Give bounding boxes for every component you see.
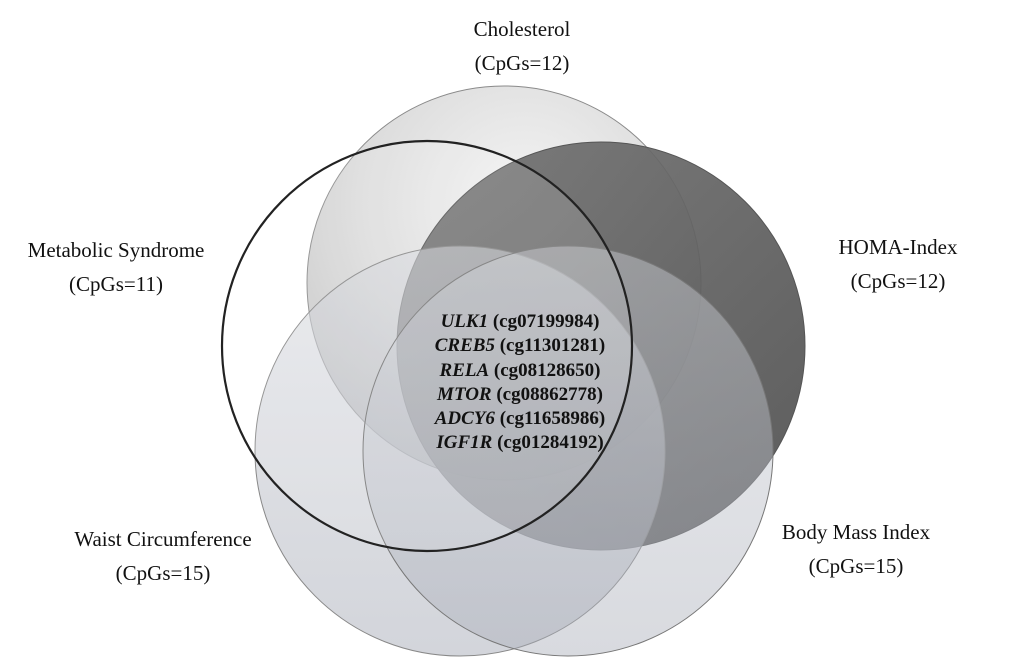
gene-symbol: MTOR	[437, 383, 492, 405]
set-name: Waist Circumference	[74, 527, 252, 551]
set-name: Cholesterol	[473, 17, 571, 41]
gene-symbol: RELA	[439, 359, 490, 381]
gene-row: CREB5 (cg11301281)	[395, 334, 645, 358]
cpg-id: (cg01284192)	[497, 432, 604, 454]
gene-symbol: CREB5	[434, 335, 495, 357]
label-body-mass-index: Body Mass Index (CpGs=15)	[763, 515, 949, 583]
set-count: (CpGs=12)	[850, 269, 946, 293]
set-name: Body Mass Index	[781, 520, 931, 544]
set-count: (CpGs=11)	[69, 272, 163, 296]
intersection-gene-list: ULK1 (cg07199984) CREB5 (cg11301281) REL…	[395, 310, 645, 456]
gene-row: MTOR (cg08862778)	[395, 383, 645, 407]
set-name: HOMA-Index	[838, 235, 958, 259]
label-homa-index: HOMA-Index (CpGs=12)	[813, 230, 983, 298]
set-name: Metabolic Syndrome	[27, 238, 205, 262]
cpg-id: (cg08128650)	[493, 359, 601, 381]
gene-symbol: IGF1R	[436, 432, 493, 454]
set-circle-bmi	[362, 245, 774, 657]
label-cholesterol: Cholesterol (CpGs=12)	[437, 12, 607, 80]
cpg-id: (cg08862778)	[496, 383, 603, 405]
gene-row: IGF1R (cg01284192)	[395, 431, 645, 455]
set-count: (CpGs=15)	[808, 554, 904, 578]
gene-row: RELA (cg08128650)	[395, 359, 645, 383]
cpg-id: (cg11658986)	[499, 408, 606, 430]
label-waist-circumference: Waist Circumference (CpGs=15)	[40, 522, 286, 590]
gene-symbol: ULK1	[440, 311, 489, 332]
cpg-id: (cg07199984)	[492, 311, 600, 332]
label-metabolic-syndrome: Metabolic Syndrome (CpGs=11)	[0, 233, 232, 301]
cpg-id: (cg11301281)	[499, 335, 606, 357]
gene-row: ADCY6 (cg11658986)	[395, 407, 645, 431]
set-count: (CpGs=15)	[115, 561, 211, 585]
set-count: (CpGs=12)	[474, 51, 570, 75]
gene-row: ULK1 (cg07199984)	[395, 310, 645, 334]
gene-symbol: ADCY6	[434, 408, 495, 430]
set-circle-metabolic-syndrome	[220, 139, 634, 553]
